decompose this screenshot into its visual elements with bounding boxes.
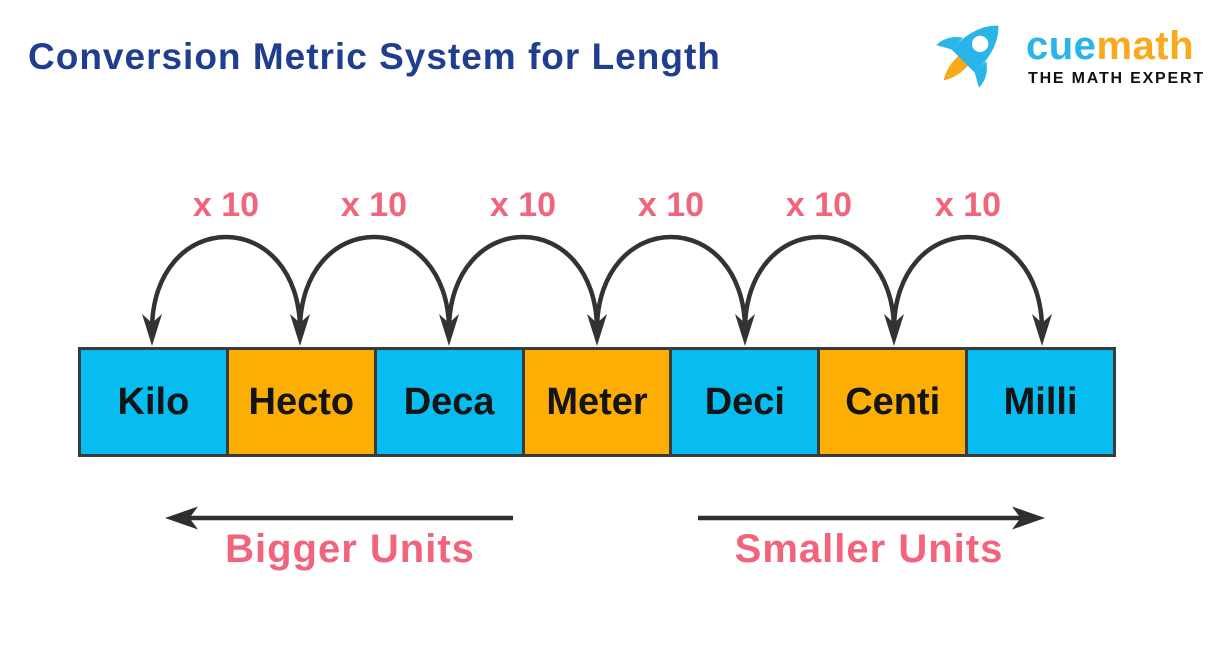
- page-title: Conversion Metric System for Length: [28, 36, 721, 77]
- arrowhead-right-icon: [1012, 506, 1045, 530]
- unit-row: Kilo Hecto Deca Meter Deci Centi Milli: [78, 347, 1116, 457]
- multiplier-label: x 10: [785, 186, 853, 224]
- arrowhead-down-icon: [142, 314, 162, 346]
- wordmark-math: math: [1096, 24, 1195, 68]
- multiplier-label: x 10: [192, 186, 260, 224]
- cuemath-logo: cuemath THE MATH EXPERT: [926, 8, 1208, 104]
- unit-box-deca: Deca: [373, 350, 522, 454]
- unit-box-centi: Centi: [817, 350, 966, 454]
- multiplier-label: x 10: [637, 186, 705, 224]
- unit-box-kilo: Kilo: [81, 350, 226, 454]
- unit-box-hecto: Hecto: [225, 350, 374, 454]
- multiplier-label: x 10: [340, 186, 408, 224]
- arc-arrowheads: [142, 314, 1052, 346]
- unit-box-deci: Deci: [669, 350, 818, 454]
- arc-hecto-deca: [297, 234, 452, 333]
- arrowhead-down-icon: [735, 314, 755, 346]
- multiplier-label: x 10: [489, 186, 557, 224]
- arc-deci-centi: [742, 234, 897, 333]
- arc-centi-milli: [891, 234, 1045, 333]
- wordmark-cue: cue: [1026, 24, 1097, 68]
- cuemath-wordmark: cuemath: [1026, 24, 1194, 69]
- bigger-units-label: Bigger Units: [225, 527, 475, 571]
- arc-kilo-hecto: [149, 234, 303, 333]
- direction-arrows: [165, 506, 1045, 530]
- arrowhead-down-icon: [290, 314, 310, 346]
- unit-box-meter: Meter: [521, 350, 670, 454]
- arc-meter-deci: [594, 234, 748, 333]
- arrowhead-down-icon: [439, 314, 459, 346]
- arrowhead-down-icon: [587, 314, 607, 346]
- rocket-icon: [936, 25, 999, 88]
- hop-arcs: [149, 234, 1045, 333]
- smaller-units-label: Smaller Units: [734, 527, 1004, 571]
- arc-deca-meter: [446, 234, 600, 333]
- logo-tagline: THE MATH EXPERT: [1028, 70, 1205, 87]
- arrowhead-down-icon: [1032, 314, 1052, 346]
- multiplier-label: x 10: [934, 186, 1002, 224]
- arrowhead-left-icon: [165, 506, 198, 530]
- unit-box-milli: Milli: [965, 350, 1114, 454]
- arrowhead-down-icon: [884, 314, 904, 346]
